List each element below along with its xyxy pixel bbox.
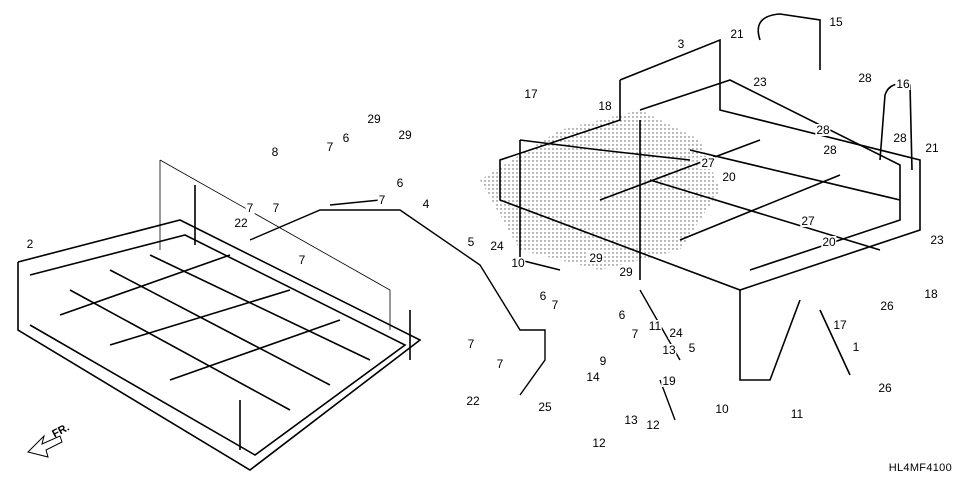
part-callout-1: 1 <box>851 340 861 354</box>
part-callout-6: 6 <box>617 308 627 322</box>
part-callout-14: 14 <box>585 370 601 384</box>
part-callout-23: 23 <box>752 75 768 89</box>
part-callout-6: 6 <box>395 176 405 190</box>
part-callout-7: 7 <box>630 327 640 341</box>
part-callout-23: 23 <box>929 233 945 247</box>
part-callout-24: 24 <box>668 326 684 340</box>
part-callout-7: 7 <box>325 140 335 154</box>
seat-area-shading <box>480 110 720 270</box>
part-callout-17: 17 <box>523 87 539 101</box>
part-callout-29: 29 <box>588 251 604 265</box>
part-callout-7: 7 <box>245 201 255 215</box>
part-callout-26: 26 <box>877 381 893 395</box>
main-frame <box>499 13 921 381</box>
part-callout-15: 15 <box>828 15 844 29</box>
part-callout-29: 29 <box>397 128 413 142</box>
part-callout-16: 16 <box>895 77 911 91</box>
part-callout-12: 12 <box>645 418 661 432</box>
part-callout-19: 19 <box>661 374 677 388</box>
part-callout-7: 7 <box>377 193 387 207</box>
part-callout-18: 18 <box>597 99 613 113</box>
part-callout-22: 22 <box>465 394 481 408</box>
part-callout-8: 8 <box>270 145 280 159</box>
part-callout-20: 20 <box>721 170 737 184</box>
part-callout-13: 13 <box>623 413 639 427</box>
part-callout-29: 29 <box>366 112 382 126</box>
part-callout-18: 18 <box>923 287 939 301</box>
floor-frame <box>17 159 422 471</box>
part-callout-7: 7 <box>271 201 281 215</box>
part-callout-6: 6 <box>538 289 548 303</box>
part-callout-21: 21 <box>729 27 745 41</box>
part-callout-4: 4 <box>421 197 431 211</box>
part-callout-27: 27 <box>700 156 716 170</box>
part-callout-12: 12 <box>591 436 607 450</box>
part-callout-7: 7 <box>495 357 505 371</box>
part-callout-10: 10 <box>510 256 526 270</box>
part-callout-21: 21 <box>924 141 940 155</box>
front-arrow-icon <box>27 434 63 458</box>
part-callout-17: 17 <box>832 318 848 332</box>
part-callout-24: 24 <box>489 239 505 253</box>
part-callout-7: 7 <box>297 253 307 267</box>
part-callout-28: 28 <box>892 131 908 145</box>
part-callout-7: 7 <box>550 298 560 312</box>
part-callout-10: 10 <box>714 402 730 416</box>
diagram-code: HL4MF4100 <box>888 462 952 474</box>
part-callout-28: 28 <box>857 71 873 85</box>
part-callout-22: 22 <box>233 216 249 230</box>
part-callout-13: 13 <box>661 343 677 357</box>
part-callout-29: 29 <box>618 265 634 279</box>
part-callout-3: 3 <box>676 37 686 51</box>
part-callout-11: 11 <box>789 407 805 421</box>
part-callout-5: 5 <box>466 235 476 249</box>
part-callout-5: 5 <box>687 341 697 355</box>
part-callout-2: 2 <box>25 237 35 251</box>
part-callout-25: 25 <box>537 400 553 414</box>
part-callout-6: 6 <box>341 131 351 145</box>
part-callout-9: 9 <box>598 354 608 368</box>
part-callout-11: 11 <box>647 319 663 333</box>
part-callout-20: 20 <box>821 235 837 249</box>
part-callout-7: 7 <box>466 337 476 351</box>
part-callout-28: 28 <box>815 123 831 137</box>
part-callout-28: 28 <box>822 143 838 157</box>
part-callout-27: 27 <box>800 214 816 228</box>
part-callout-26: 26 <box>879 299 895 313</box>
